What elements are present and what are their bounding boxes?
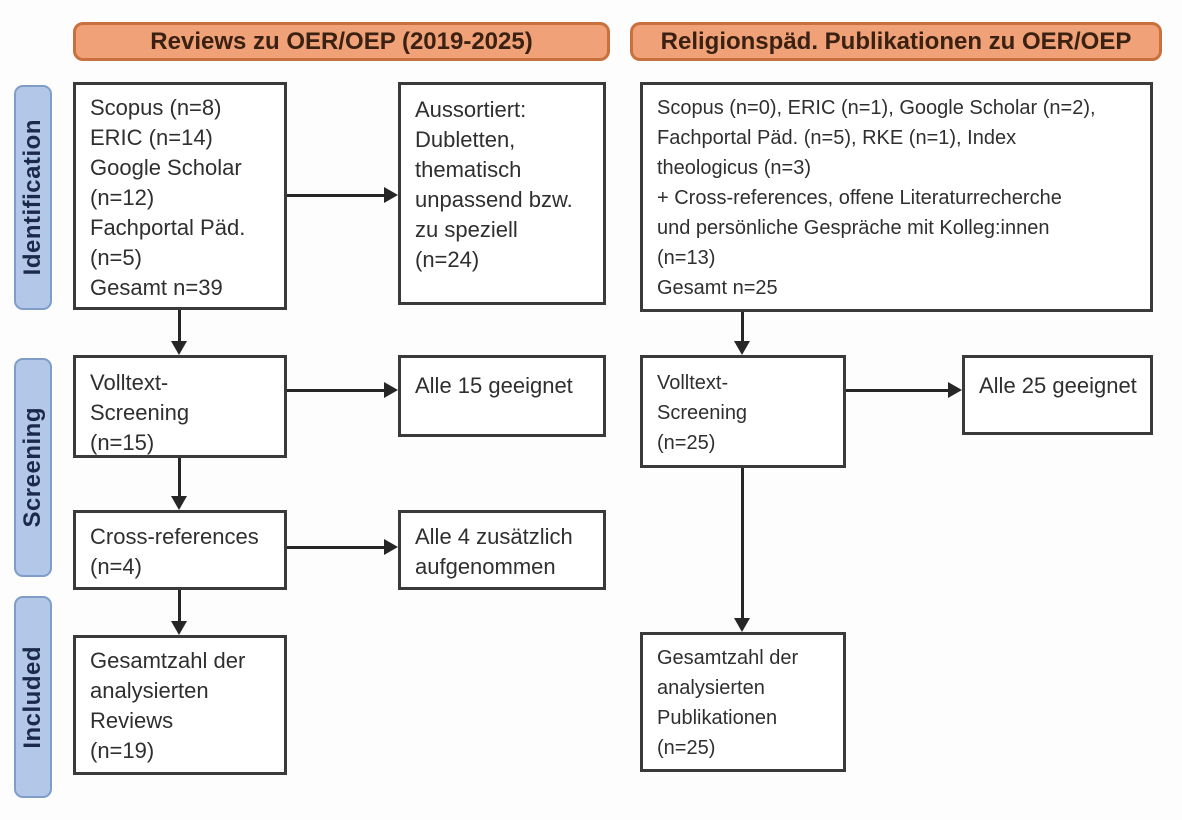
box-left-additionally-included: Alle 4 zusätzlich aufgenommen	[398, 510, 606, 590]
box-right-fulltext-screening-text: Volltext- Screening (n=25)	[657, 372, 748, 454]
box-right-identification-sources: Scopus (n=0), ERIC (n=1), Google Scholar…	[640, 82, 1153, 312]
arrow-right-fulltext-to-eligible	[846, 382, 962, 398]
column-header-religionspaed-label: Religionspäd. Publikationen zu OER/OEP	[660, 27, 1132, 55]
stage-label-included: Included	[14, 596, 52, 798]
column-header-reviews-label: Reviews zu OER/OEP (2019-2025)	[150, 27, 533, 55]
box-left-excluded: Aussortiert: Dubletten, thematisch unpas…	[398, 82, 606, 305]
arrow-left-sources-to-excluded	[287, 187, 398, 203]
stage-label-included-text: Included	[19, 645, 46, 749]
arrow-right-fulltext-to-included	[734, 468, 750, 632]
arrow-left-fulltext-to-eligible	[287, 382, 398, 398]
stage-label-screening-text: Screening	[19, 407, 46, 528]
stage-label-identification: Identification	[14, 85, 52, 310]
column-header-religionspaed: Religionspäd. Publikationen zu OER/OEP	[630, 22, 1162, 61]
box-left-all-eligible: Alle 15 geeignet	[398, 355, 606, 437]
box-left-excluded-text: Aussortiert: Dubletten, thematisch unpas…	[415, 97, 573, 272]
box-right-total-analyzed-publications-text: Gesamtzahl der analysierten Publikatione…	[657, 647, 799, 759]
arrow-left-crossref-to-added	[287, 539, 398, 555]
stage-label-identification-text: Identification	[19, 119, 46, 276]
arrow-left-sources-to-fulltext	[171, 310, 187, 355]
stage-label-screening: Screening	[14, 358, 52, 577]
box-left-all-eligible-text: Alle 15 geeignet	[415, 373, 573, 398]
box-left-total-analyzed-reviews-text: Gesamtzahl der analysierten Reviews (n=1…	[90, 648, 246, 763]
box-left-identification-sources-text: Scopus (n=8) ERIC (n=14) Google Scholar …	[90, 95, 246, 300]
column-header-reviews: Reviews zu OER/OEP (2019-2025)	[73, 22, 610, 61]
box-right-all-eligible: Alle 25 geeignet	[962, 355, 1153, 435]
box-left-fulltext-screening: Volltext- Screening (n=15)	[73, 355, 287, 458]
box-left-total-analyzed-reviews: Gesamtzahl der analysierten Reviews (n=1…	[73, 635, 287, 775]
box-left-additionally-included-text: Alle 4 zusätzlich aufgenommen	[415, 524, 573, 579]
arrow-right-sources-to-fulltext	[734, 312, 750, 355]
arrow-left-fulltext-to-crossref	[171, 458, 187, 510]
box-right-total-analyzed-publications: Gesamtzahl der analysierten Publikatione…	[640, 632, 846, 772]
box-left-fulltext-screening-text: Volltext- Screening (n=15)	[90, 370, 190, 455]
box-right-all-eligible-text: Alle 25 geeignet	[979, 373, 1137, 398]
box-right-identification-sources-text: Scopus (n=0), ERIC (n=1), Google Scholar…	[657, 97, 1096, 299]
arrow-left-crossref-to-included	[171, 590, 187, 635]
box-left-identification-sources: Scopus (n=8) ERIC (n=14) Google Scholar …	[73, 82, 287, 310]
box-left-cross-references-text: Cross-references (n=4)	[90, 524, 259, 579]
box-right-fulltext-screening: Volltext- Screening (n=25)	[640, 355, 846, 468]
box-left-cross-references: Cross-references (n=4)	[73, 510, 287, 590]
